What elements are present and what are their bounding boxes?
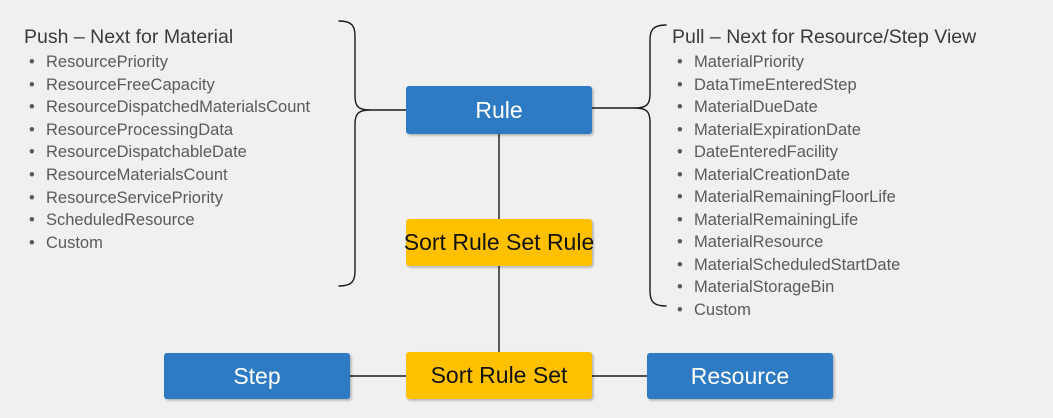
bullet-icon: • <box>29 233 35 252</box>
push-list-item: • Custom <box>24 232 364 255</box>
bullet-icon: • <box>29 75 35 94</box>
bullet-icon: • <box>29 143 35 162</box>
pull-list-item-label: MaterialPriority <box>694 53 805 71</box>
node-step[interactable]: Step <box>164 353 350 399</box>
bullet-icon: • <box>677 255 683 274</box>
push-column-title: Push – Next for Material <box>24 26 234 48</box>
push-list-item: • ScheduledResource <box>24 209 364 232</box>
pull-list-item-label: MaterialResource <box>694 233 824 251</box>
bullet-icon: • <box>677 120 683 139</box>
node-sort-rule-set-rule-label: Sort Rule Set Rule <box>403 229 595 255</box>
node-sort-rule-set-label: Sort Rule Set <box>430 362 568 388</box>
bullet-icon: • <box>677 233 683 251</box>
pull-brace <box>634 24 667 307</box>
node-step-label: Step <box>233 362 281 389</box>
push-list-item-label: ResourcePriority <box>46 53 168 71</box>
push-list-item-label: ResourceDispatchableDate <box>46 143 247 162</box>
pull-list-item-label: MaterialCreationDate <box>694 165 850 184</box>
bullet-icon: • <box>677 210 683 229</box>
node-rule[interactable]: Rule <box>406 86 592 134</box>
pull-list: • MaterialPriority • DataTimeEnteredStep • Ma… <box>672 51 1032 321</box>
bullet-icon: • <box>677 278 683 296</box>
pull-list-item: • MaterialPriority <box>672 51 1032 74</box>
pull-list-item: • MaterialRemainingLife <box>672 209 1032 232</box>
pull-list-item-label: Custom <box>694 300 751 319</box>
bullet-icon: • <box>29 98 35 117</box>
bullet-icon: • <box>29 188 35 207</box>
bullet-icon: • <box>677 75 683 94</box>
pull-list-item-label: MaterialDueDate <box>694 98 818 116</box>
push-list-item-label: Custom <box>46 233 103 252</box>
push-list: • ResourcePriority • ResourceFreeCapacity • R… <box>24 51 364 254</box>
push-list-item: • ResourceFreeCapacity <box>24 74 364 97</box>
pull-list-item-label: DateEnteredFacility <box>694 143 838 161</box>
pull-list-item: • MaterialCreationDate <box>672 164 1032 187</box>
bullet-icon: • <box>29 120 35 139</box>
bullet-icon: • <box>677 165 683 184</box>
push-list-item: • ResourceDispatchedMaterialsCount <box>24 96 364 119</box>
bullet-icon: • <box>677 143 683 161</box>
node-rule-label: Rule <box>475 96 523 123</box>
pull-list-item: • MaterialScheduledStartDate <box>672 254 1032 277</box>
bullet-icon: • <box>677 53 683 71</box>
pull-list-item-label: MaterialExpirationDate <box>694 120 861 139</box>
pull-list-item: • MaterialDueDate <box>672 96 1032 119</box>
push-column: Push – Next for Material • ResourcePriori… <box>24 24 364 254</box>
pull-list-item: • DateEnteredFacility <box>672 141 1032 164</box>
push-list-item: • ResourcePriority <box>24 51 364 74</box>
pull-list-item: • Custom <box>672 299 1032 322</box>
push-list-item-label: ResourceServicePriority <box>46 188 223 207</box>
pull-list-item: • MaterialStorageBin <box>672 276 1032 299</box>
pull-column-title: Pull – Next for Resource/Step View <box>672 26 977 48</box>
push-list-item: • ResourceMaterialsCount <box>24 164 364 187</box>
bullet-icon: • <box>29 53 35 71</box>
node-resource-label: Resource <box>690 362 790 389</box>
pull-list-item: • MaterialExpirationDate <box>672 119 1032 142</box>
node-sort-rule-set[interactable]: Sort Rule Set <box>406 352 592 399</box>
bullet-icon: • <box>677 300 683 319</box>
push-list-item-label: ScheduledResource <box>46 211 195 230</box>
push-list-item-label: ResourceMaterialsCount <box>46 165 228 184</box>
pull-list-item-label: MaterialRemainingLife <box>694 210 859 229</box>
pull-list-item: • MaterialRemainingFloorLife <box>672 186 1032 209</box>
push-list-item: • ResourceServicePriority <box>24 187 364 210</box>
push-list-item: • ResourceProcessingData <box>24 119 364 142</box>
pull-list-item: • DataTimeEnteredStep <box>672 74 1032 97</box>
pull-column: Pull – Next for Resource/Step View • Mate… <box>672 24 1032 321</box>
pull-list-item: • MaterialResource <box>672 231 1032 254</box>
bullet-icon: • <box>29 165 35 184</box>
push-list-item: • ResourceDispatchableDate <box>24 141 364 164</box>
node-sort-rule-set-rule[interactable]: Sort Rule Set Rule <box>403 219 595 266</box>
pull-list-item-label: MaterialStorageBin <box>694 278 835 296</box>
bullet-icon: • <box>677 98 683 116</box>
node-resource[interactable]: Resource <box>647 353 833 399</box>
pull-list-item-label: DataTimeEnteredStep <box>694 75 857 94</box>
push-list-item-label: ResourceDispatchedMaterialsCount <box>46 98 311 117</box>
bullet-icon: • <box>29 211 35 230</box>
bullet-icon: • <box>677 188 683 206</box>
pull-list-item-label: MaterialRemainingFloorLife <box>694 188 896 206</box>
push-list-item-label: ResourceFreeCapacity <box>46 75 215 94</box>
pull-list-item-label: MaterialScheduledStartDate <box>694 255 901 274</box>
push-list-item-label: ResourceProcessingData <box>46 120 234 139</box>
